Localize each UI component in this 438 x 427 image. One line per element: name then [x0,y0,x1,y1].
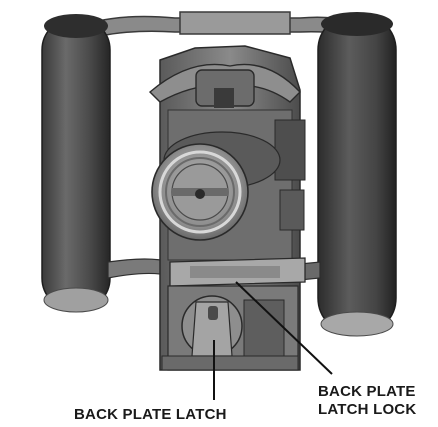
right-handle [317,12,397,337]
back-plate-latch-lock-label: BACK PLATE LATCH LOCK [318,383,416,419]
back-plate-latch-lock-line1: BACK PLATE [318,383,416,400]
horizontal-bar [169,257,306,287]
top-lever [148,63,301,108]
lens-assembly [151,131,281,241]
back-plate-latch-lock-line2: LATCH LOCK [318,401,417,418]
back-plate-latch-label: BACK PLATE LATCH [74,406,227,423]
callout-lines [213,281,333,400]
top-bracket [69,11,373,46]
leader-line-latch-lock [235,281,333,375]
back-plate-latch-area [161,285,299,371]
left-handle [41,14,111,313]
